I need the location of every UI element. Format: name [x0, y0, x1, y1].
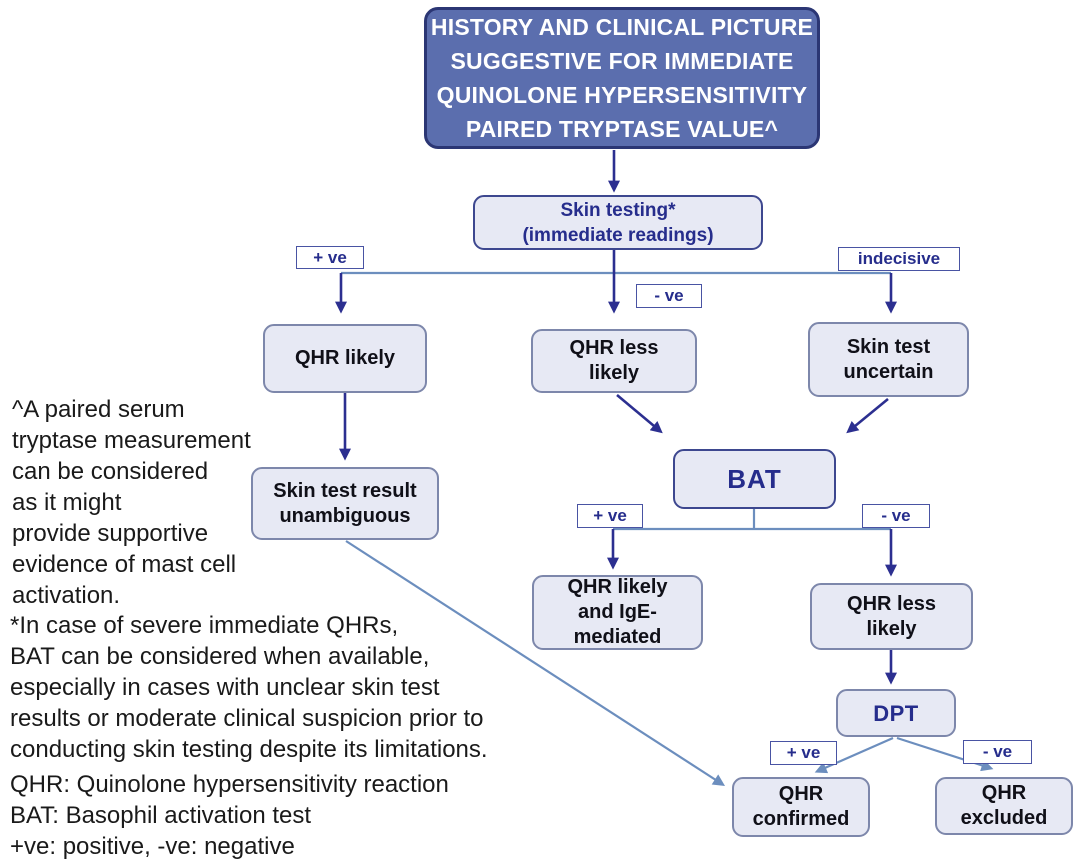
node-qhr-confirmed: QHR confirmed	[732, 777, 870, 837]
abbreviation-legend: QHR: Quinolone hypersensitivity reaction…	[10, 771, 449, 860]
node-bat: BAT	[673, 449, 836, 509]
node-skin-test-result-unambiguous: Skin test result unambiguous	[251, 467, 439, 540]
edge-lesslikely-to-bat	[616, 394, 663, 434]
node-history-header: HISTORY AND CLINICAL PICTURE SUGGESTIVE …	[424, 7, 820, 149]
edge-uncertain-to-bat	[846, 397, 889, 434]
node-qhr-less-likely-center: QHR less likely	[531, 329, 697, 393]
node-qhr-excluded: QHR excluded	[935, 777, 1073, 835]
label-bat-negative: - ve	[862, 504, 930, 528]
tryptase-footnote: ^A paired serum tryptase measurement can…	[12, 396, 251, 609]
label-skin-indecisive: indecisive	[838, 247, 960, 271]
node-skin-test-uncertain: Skin test uncertain	[808, 322, 969, 397]
bat-footnote: *In case of severe immediate QHRs, BAT c…	[10, 612, 488, 763]
label-skin-negative: - ve	[636, 284, 702, 308]
node-qhr-likely: QHR likely	[263, 324, 427, 393]
node-dpt: DPT	[836, 689, 956, 737]
label-dpt-positive: + ve	[770, 741, 837, 765]
edge-dpt-positive	[814, 736, 894, 774]
node-skin-testing: Skin testing* (immediate readings)	[473, 195, 763, 250]
label-skin-positive: + ve	[296, 246, 364, 269]
label-bat-positive: + ve	[577, 504, 643, 528]
edge-unambiguous-to-confirmed	[345, 540, 726, 786]
node-qhr-likely-ige: QHR likely and IgE- mediated	[532, 575, 703, 650]
label-dpt-negative: - ve	[963, 740, 1032, 764]
node-qhr-less-likely-bat: QHR less likely	[810, 583, 973, 650]
